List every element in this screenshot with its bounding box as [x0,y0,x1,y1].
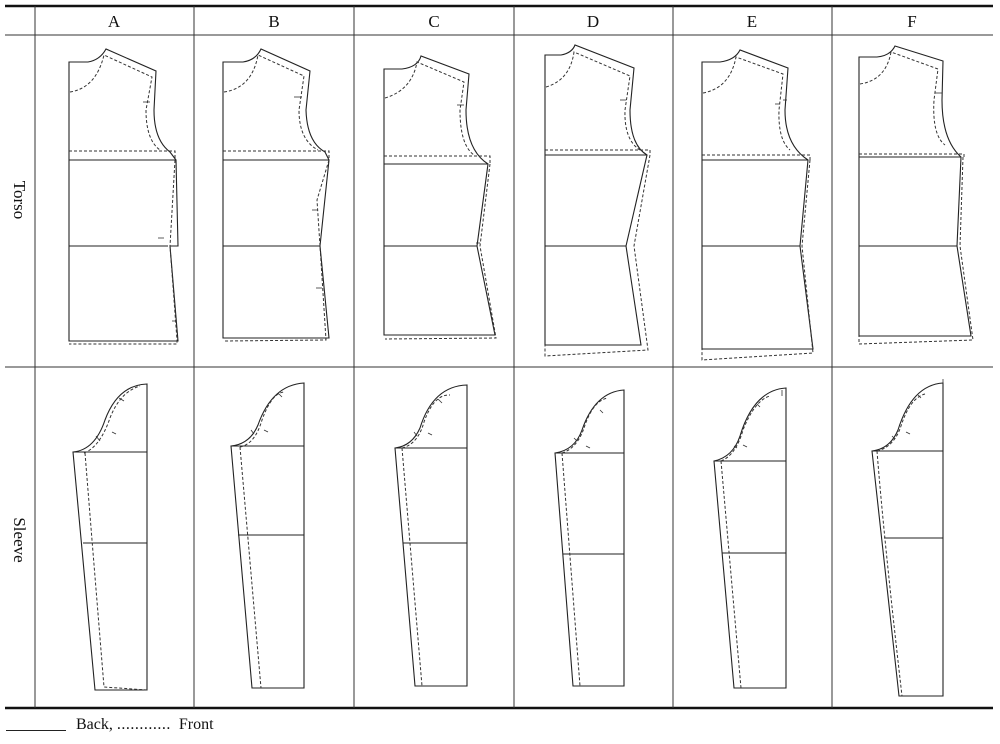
sleeve-pattern-a [72,383,148,691]
column-header-b: B [268,12,279,31]
legend-back-line-sample [6,729,66,731]
sleeve-pattern-b [230,382,305,689]
row-label-torso: Torso [10,181,29,219]
legend-front-label: Front [178,716,214,733]
torso-pattern-e [701,49,814,361]
sleeve-pattern-f [871,379,944,697]
column-header-e: E [747,12,757,31]
torso-pattern-c [383,55,497,340]
column-header-d: D [587,12,599,31]
row-label-sleeve: Sleeve [10,517,29,562]
torso-pattern-a [68,48,179,345]
legend-front-dots-sample: ............ [116,716,171,733]
sleeve-pattern-d [554,389,625,687]
sleeve-pattern-e [713,387,787,689]
torso-pattern-d [544,44,651,357]
table-grid [5,4,993,710]
sleeve-pattern-c [394,384,468,687]
legend: Back, ............ Front [6,716,214,734]
column-header-c: C [428,12,439,31]
column-header-a: A [108,12,121,31]
column-header-f: F [907,12,916,31]
torso-pattern-b [222,48,330,342]
column-headers: A B C D E F [108,12,917,31]
torso-pattern-f [858,45,974,345]
legend-back-label: Back, [76,716,113,733]
